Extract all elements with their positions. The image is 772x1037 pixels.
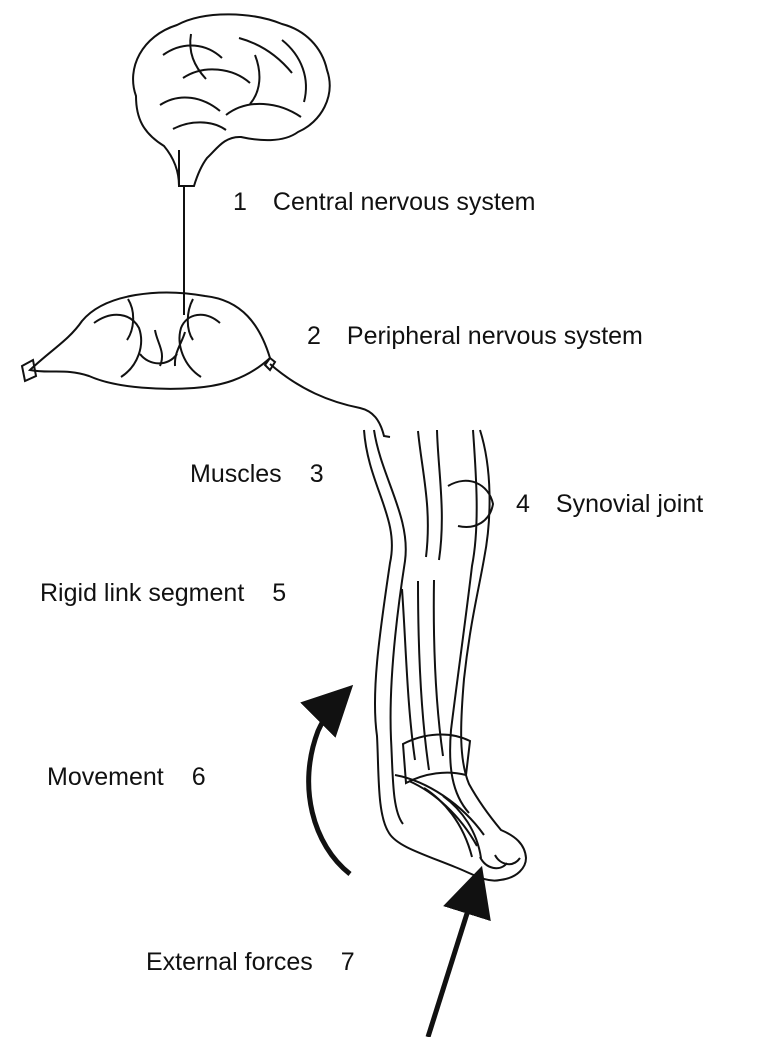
label-number: 4: [516, 492, 530, 517]
label-number: 3: [310, 462, 324, 487]
label-central-nervous-system: 1 Central nervous system: [233, 190, 536, 215]
label-rigid-link-segment: Rigid link segment 5: [40, 581, 286, 606]
label-number: 2: [307, 324, 321, 349]
movement-arrow: [309, 699, 350, 874]
label-text: Muscles: [190, 460, 282, 488]
leg-illustration: [364, 430, 526, 881]
label-number: 5: [272, 581, 286, 606]
label-peripheral-nervous-system: 2 Peripheral nervous system: [307, 324, 643, 349]
label-text: External forces: [146, 948, 313, 976]
label-text: Peripheral nervous system: [347, 322, 643, 350]
label-number: 1: [233, 190, 247, 215]
label-external-forces: External forces 7: [146, 950, 355, 975]
label-movement: Movement 6: [47, 765, 206, 790]
nerve-line: [270, 364, 390, 437]
external-force-arrow: [428, 885, 476, 1037]
label-number: 7: [341, 950, 355, 975]
label-text: Movement: [47, 763, 164, 791]
label-text: Synovial joint: [556, 490, 703, 518]
label-muscles: Muscles 3: [190, 462, 324, 487]
spinal-cord-illustration: [22, 186, 275, 389]
brain-illustration: [133, 14, 330, 186]
label-text: Central nervous system: [273, 188, 536, 216]
label-number: 6: [192, 765, 206, 790]
label-text: Rigid link segment: [40, 579, 244, 607]
label-synovial-joint: 4 Synovial joint: [516, 492, 703, 517]
